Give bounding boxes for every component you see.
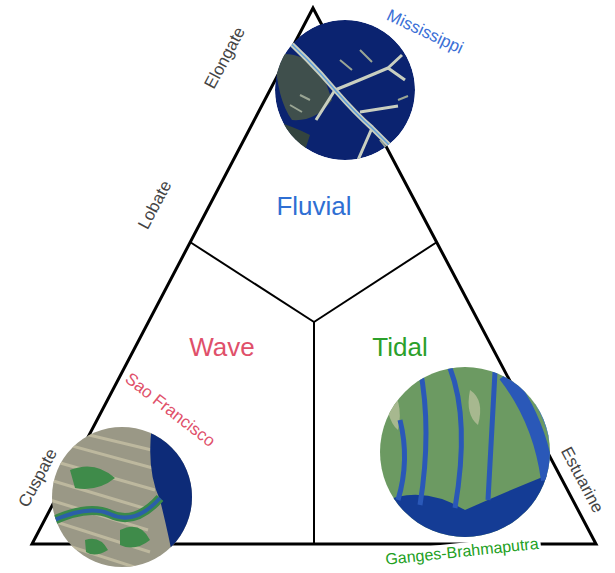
river-channel bbox=[398, 368, 495, 508]
satellite-image bbox=[270, 20, 415, 165]
region-label: Fluvial bbox=[270, 192, 358, 222]
land-area bbox=[270, 120, 310, 165]
river-channel bbox=[276, 30, 394, 150]
river-core bbox=[276, 30, 394, 150]
region-label: Wave bbox=[183, 333, 261, 363]
divider-line bbox=[314, 242, 437, 322]
delta-type-region: Tidal bbox=[366, 330, 434, 366]
morphology-label: Elongate bbox=[201, 24, 250, 92]
river-bank bbox=[50, 498, 160, 522]
river-branch bbox=[316, 55, 405, 160]
marsh-lace bbox=[290, 50, 408, 150]
region-label: Tidal bbox=[366, 333, 434, 363]
delta-image-circle: Ganges-Brahmaputra bbox=[380, 367, 550, 537]
land-area bbox=[50, 425, 200, 573]
delta-type-region: Wave bbox=[183, 330, 261, 366]
delta-image-circle: Sao Francisco bbox=[52, 427, 192, 567]
divider-line bbox=[190, 242, 314, 322]
morphology-label: Estuarine bbox=[557, 444, 608, 517]
delta-image-label: Sao Francisco bbox=[120, 368, 221, 453]
delta-type-region: Fluvial bbox=[270, 189, 358, 225]
field-stripes bbox=[50, 428, 160, 572]
estuary-channel bbox=[520, 380, 552, 440]
estuary-channel bbox=[505, 375, 548, 480]
delta-image-circle: Mississippi bbox=[275, 20, 415, 160]
divider-line bbox=[313, 322, 315, 544]
morphology-label: Lobate bbox=[134, 177, 176, 232]
river-channel bbox=[50, 498, 160, 522]
delta-image-label: Ganges-Brahmaputra bbox=[383, 535, 542, 570]
satellite-image bbox=[50, 425, 200, 573]
delta-image-label: Mississippi bbox=[382, 5, 468, 59]
satellite-image bbox=[375, 365, 560, 545]
